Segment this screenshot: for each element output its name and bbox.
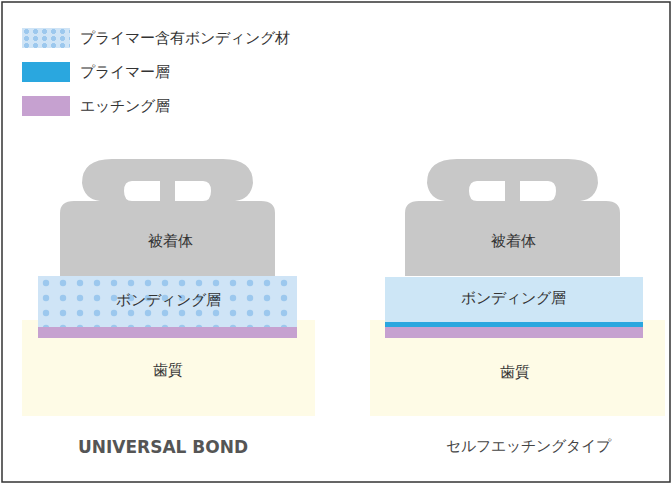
legend-swatch	[22, 62, 70, 82]
bonding-ground	[385, 277, 643, 323]
legend-text: プライマー含有ボンディング材	[80, 28, 290, 48]
bonding-ground	[38, 276, 297, 328]
primer-strip	[385, 322, 643, 327]
caption-label: セルフエッチングタイプ	[446, 437, 611, 455]
layer-label: 被着体	[148, 232, 193, 250]
layer-label: ボンディング層	[116, 291, 221, 309]
layer-label: 歯質	[153, 361, 183, 379]
layer-label: 被着体	[491, 232, 536, 250]
attachment-body: 被着体	[405, 155, 620, 276]
tooth-substance: 歯質	[370, 338, 665, 416]
legend-swatch	[22, 96, 70, 116]
bracket-outline	[405, 159, 620, 276]
tooth-ground	[370, 320, 665, 416]
attachment-body: 被着体	[60, 155, 275, 276]
bracket-outline	[60, 159, 275, 276]
bonding-layer: ボンディング層	[385, 277, 643, 322]
legend-text: プライマー層	[80, 62, 170, 82]
tooth-substance: 歯質	[22, 338, 315, 416]
bonding-layer: ボンディング層	[38, 276, 297, 328]
bracket-shape	[405, 155, 620, 276]
etching-strip	[38, 327, 297, 338]
legend-text: エッチング層	[80, 96, 170, 116]
legend-swatch	[22, 28, 70, 48]
etching-strip	[385, 327, 643, 338]
tooth-ground	[22, 320, 315, 416]
caption-label: UNIVERSAL BOND	[78, 437, 248, 457]
layer-label: 歯質	[500, 363, 530, 381]
layer-label: ボンディング層	[461, 289, 566, 307]
bracket-shape	[60, 155, 275, 276]
